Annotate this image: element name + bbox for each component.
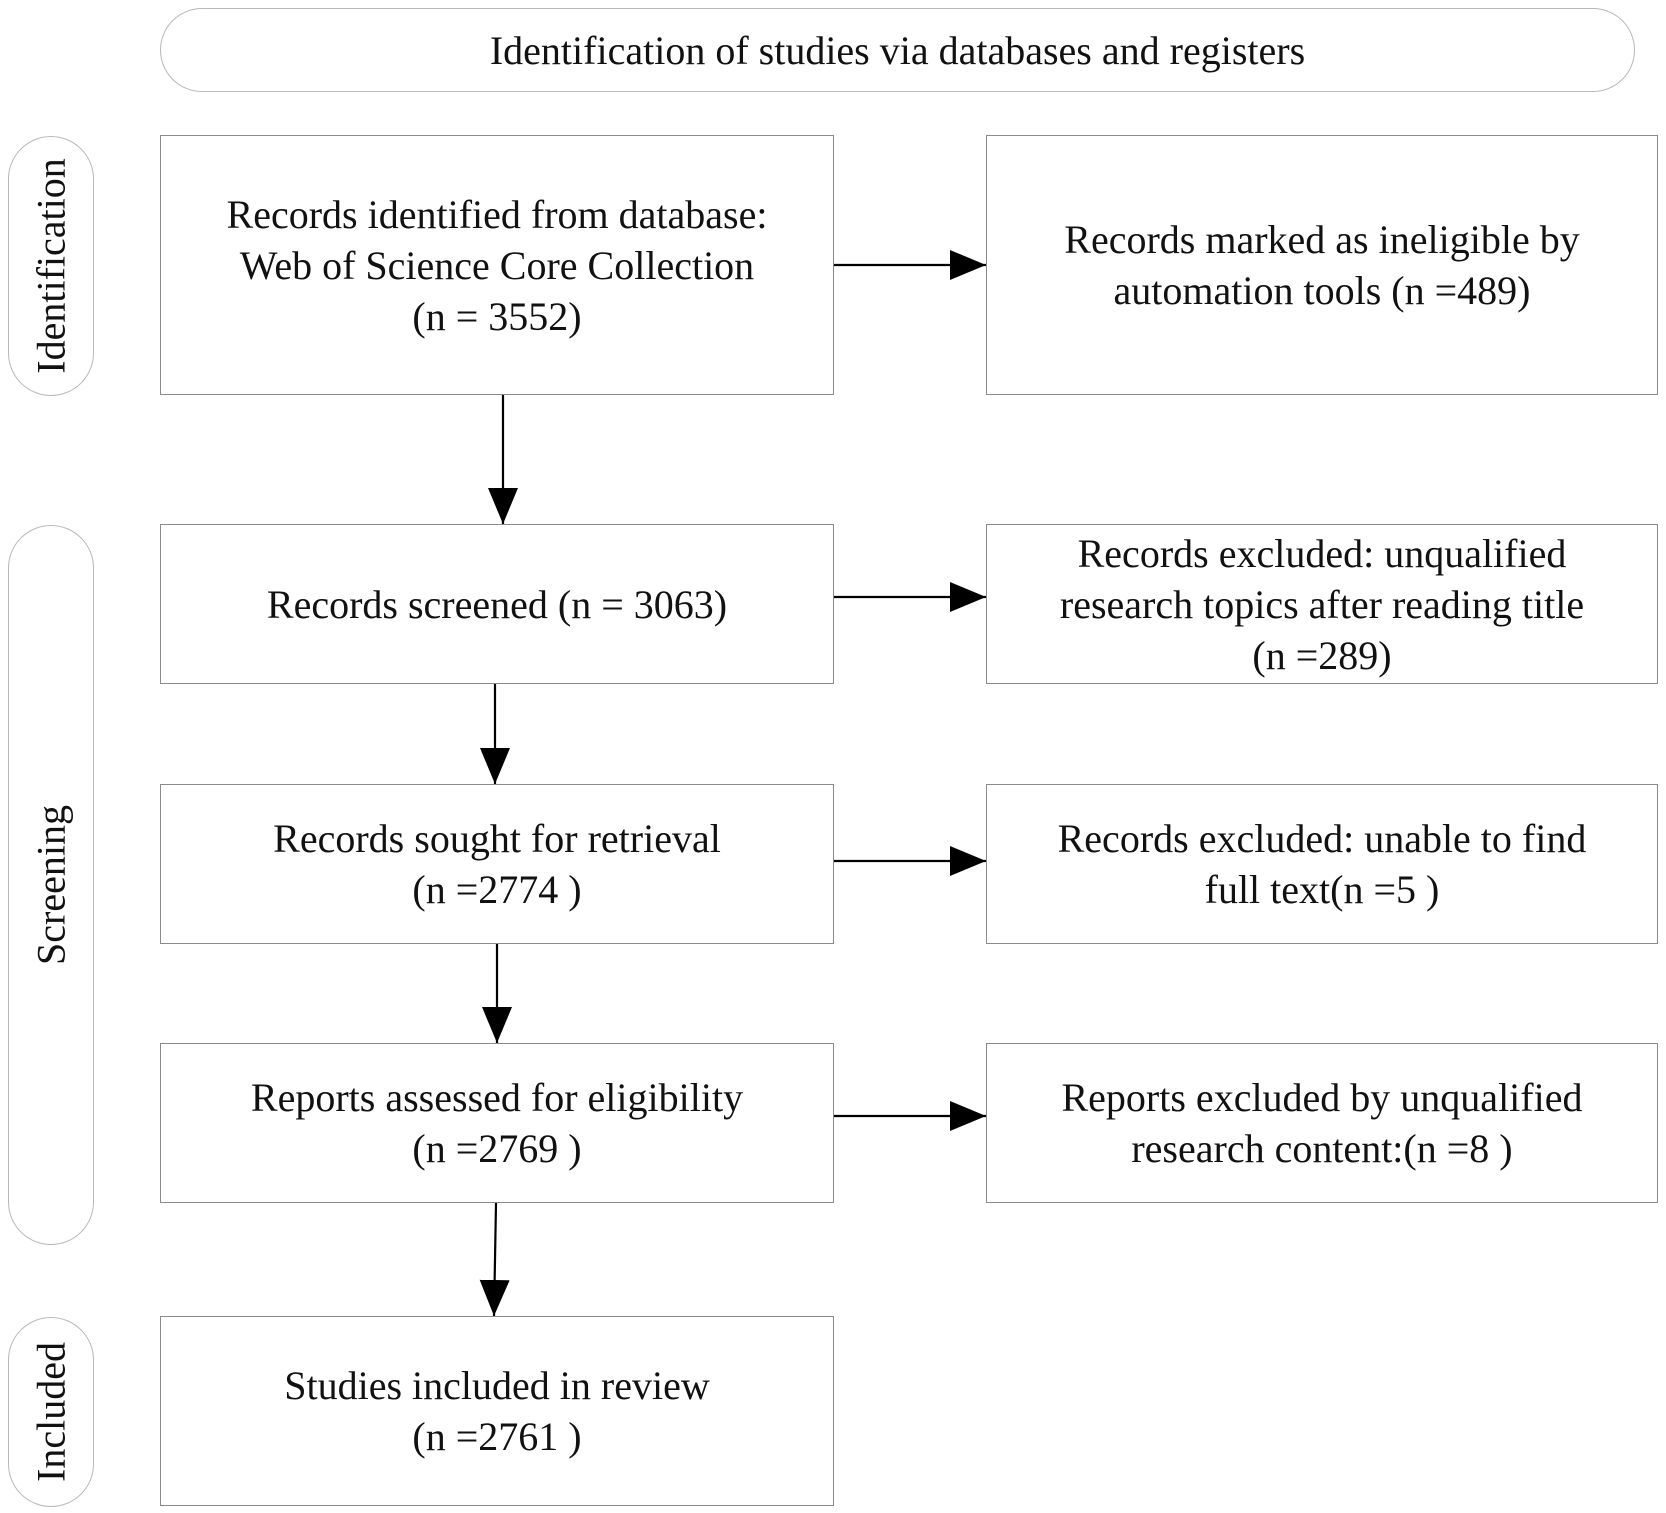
text-line: Reports excluded by unqualified bbox=[1061, 1075, 1583, 1120]
phase-header-title: Identification of studies via databases … bbox=[489, 27, 1306, 73]
stage-identification-label: Identification bbox=[28, 158, 74, 374]
text-line: Records identified from database: bbox=[226, 191, 768, 237]
records-retrieval-box: Records sought for retrieval (n =2774 ) bbox=[160, 784, 834, 944]
stage-screening: Screening bbox=[8, 525, 94, 1245]
stage-identification: Identification bbox=[8, 136, 94, 396]
text-line: research content:(n =8 ) bbox=[1131, 1126, 1513, 1171]
reports-eligibility-box: Reports assessed for eligibility (n =276… bbox=[160, 1043, 834, 1203]
text-line: Studies included in review bbox=[284, 1363, 710, 1408]
records-ineligible-box: Records marked as ineligible by automati… bbox=[986, 135, 1658, 395]
stage-included: Included bbox=[8, 1317, 94, 1507]
records-excluded-fulltext-box: Records excluded: unable to find full te… bbox=[986, 784, 1658, 944]
text-line: Records excluded: unable to find bbox=[1057, 816, 1587, 861]
records-excluded-title-box: Records excluded: unqualified research t… bbox=[986, 524, 1658, 684]
studies-included-box: Studies included in review (n =2761 ) bbox=[160, 1316, 834, 1506]
text-line: (n =2774 ) bbox=[412, 867, 582, 912]
text-line: (n =2761 ) bbox=[412, 1414, 582, 1459]
arrow-eligibility-to-included bbox=[479, 1202, 510, 1317]
text-line: Reports assessed for eligibility bbox=[250, 1075, 744, 1120]
text-line: automation tools (n =489) bbox=[1113, 268, 1531, 313]
stage-included-label: Included bbox=[28, 1342, 74, 1482]
records-screened-box: Records screened (n = 3063) bbox=[160, 524, 834, 684]
text-line: (n =2769 ) bbox=[412, 1126, 582, 1171]
reports-excluded-content-box: Reports excluded by unqualified research… bbox=[986, 1043, 1658, 1203]
text-line: Web of Science Core Collection bbox=[239, 242, 755, 288]
records-identified-box: Records identified from database: Web of… bbox=[160, 135, 834, 395]
text-line: Records screened (n = 3063) bbox=[266, 581, 728, 627]
text-line: Records marked as ineligible by bbox=[1064, 217, 1580, 262]
text-line: (n = 3552) bbox=[412, 293, 582, 339]
text-line: Records excluded: unqualified bbox=[1077, 530, 1567, 576]
text-line: full text(n =5 ) bbox=[1204, 867, 1440, 912]
text-line: research topics after reading title bbox=[1059, 581, 1585, 627]
text-line: Records sought for retrieval bbox=[273, 816, 721, 861]
stage-screening-label: Screening bbox=[28, 805, 74, 965]
phase-header: Identification of studies via databases … bbox=[160, 8, 1635, 92]
text-line: (n =289) bbox=[1252, 632, 1392, 678]
